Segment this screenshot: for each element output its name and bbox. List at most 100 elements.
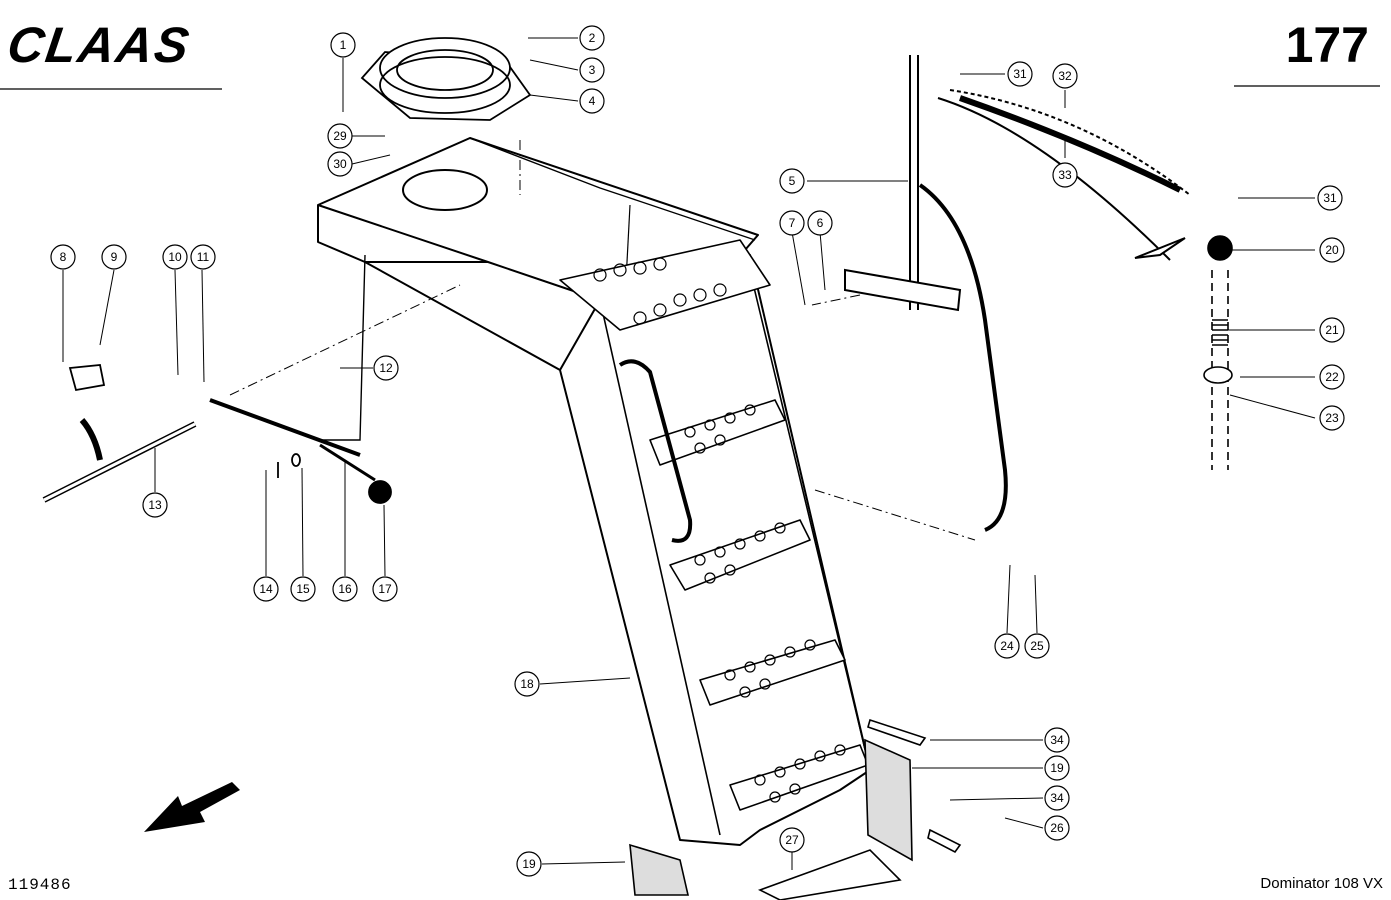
callout-30: 30: [327, 151, 353, 177]
callout-circle: [779, 210, 805, 236]
callout-circle: [372, 576, 398, 602]
callout-label: 34: [1050, 733, 1064, 747]
callout-circle: [1007, 61, 1033, 87]
callout-label: 31: [1013, 67, 1027, 81]
callout-label: 32: [1058, 69, 1072, 83]
leader-lines: [62, 37, 1316, 870]
callout-label: 20: [1325, 243, 1339, 257]
callout-circle: [514, 671, 540, 697]
callout-circle: [1319, 317, 1345, 343]
callout-31: 31: [1007, 61, 1033, 87]
callout-label: 4: [589, 94, 596, 108]
callout-23: 23: [1319, 405, 1345, 431]
callout-label: 16: [338, 582, 352, 596]
callout-circle: [779, 827, 805, 853]
assembly-lines: [229, 140, 976, 541]
callout-label: 12: [379, 361, 393, 375]
callout-label: 33: [1058, 168, 1072, 182]
callout-circle: [1044, 815, 1070, 841]
callout-circle: [327, 123, 353, 149]
callout-21: 21: [1319, 317, 1345, 343]
callout-label: 9: [111, 250, 118, 264]
callout-13: 13: [142, 492, 168, 518]
callout-19: 19: [1044, 755, 1070, 781]
callout-circle: [579, 25, 605, 51]
callout-circle: [1024, 633, 1050, 659]
callout-circle: [579, 57, 605, 83]
callout-label: 25: [1030, 639, 1044, 653]
callout-12: 12: [373, 355, 399, 381]
callout-label: 31: [1323, 191, 1337, 205]
callout-label: 21: [1325, 323, 1339, 337]
callout-circle: [994, 633, 1020, 659]
callout-label: 15: [296, 582, 310, 596]
callout-circle: [327, 151, 353, 177]
callout-label: 5: [789, 174, 796, 188]
callout-circle: [190, 244, 216, 270]
callout-11: 11: [190, 244, 216, 270]
callout-25: 25: [1024, 633, 1050, 659]
callout-1: 1: [330, 32, 356, 58]
callout-circle: [779, 168, 805, 194]
callout-2: 2: [579, 25, 605, 51]
callout-circle: [1319, 364, 1345, 390]
callout-label: 1: [340, 38, 347, 52]
knob-assembly-right: [1203, 235, 1233, 470]
callout-5: 5: [779, 168, 805, 194]
callout-4: 4: [579, 88, 605, 114]
callout-label: 17: [378, 582, 392, 596]
callout-34: 34: [1044, 727, 1070, 753]
callout-circle: [330, 32, 356, 58]
document-number: 119486: [8, 876, 72, 894]
callout-circle: [1044, 785, 1070, 811]
callout-circle: [1044, 755, 1070, 781]
callout-label: 27: [785, 833, 799, 847]
callout-16: 16: [332, 576, 358, 602]
callout-label: 8: [60, 250, 67, 264]
callout-circle: [1052, 162, 1078, 188]
callout-circle: [1044, 727, 1070, 753]
callout-circle: [253, 576, 279, 602]
callout-3: 3: [579, 57, 605, 83]
callout-32: 32: [1052, 63, 1078, 89]
callout-14: 14: [253, 576, 279, 602]
header-rules: [0, 85, 1380, 90]
callout-label: 30: [333, 157, 347, 171]
callout-label: 11: [197, 250, 210, 264]
callout-label: 26: [1050, 821, 1064, 835]
callout-label: 7: [789, 216, 796, 230]
callout-8: 8: [50, 244, 76, 270]
hand-rail-assembly: [844, 55, 1191, 532]
bearing-ring: [360, 37, 532, 121]
callout-label: 23: [1325, 411, 1339, 425]
callout-15: 15: [290, 576, 316, 602]
callout-circle: [1317, 185, 1343, 211]
model-name: Dominator 108 VX: [1260, 875, 1383, 892]
callout-6: 6: [807, 210, 833, 236]
callout-circle: [373, 355, 399, 381]
callout-label: 34: [1050, 791, 1064, 805]
callout-circle: [1052, 63, 1078, 89]
callout-24: 24: [994, 633, 1020, 659]
callout-31: 31: [1317, 185, 1343, 211]
callout-27: 27: [779, 827, 805, 853]
callout-29: 29: [327, 123, 353, 149]
callout-label: 18: [520, 677, 534, 691]
callout-label: 29: [333, 129, 347, 143]
callout-7: 7: [779, 210, 805, 236]
lever-assembly-left: [42, 254, 392, 504]
callout-label: 14: [259, 582, 273, 596]
callout-18: 18: [514, 671, 540, 697]
page-number: 177: [1285, 17, 1369, 73]
callout-circle: [516, 851, 542, 877]
callout-17: 17: [372, 576, 398, 602]
callout-label: 22: [1325, 370, 1339, 384]
callout-circle: [1319, 237, 1345, 263]
callout-label: 19: [522, 857, 536, 871]
ladder-assembly: [317, 137, 871, 846]
callout-22: 22: [1319, 364, 1345, 390]
callout-circle: [579, 88, 605, 114]
callout-circle: [332, 576, 358, 602]
